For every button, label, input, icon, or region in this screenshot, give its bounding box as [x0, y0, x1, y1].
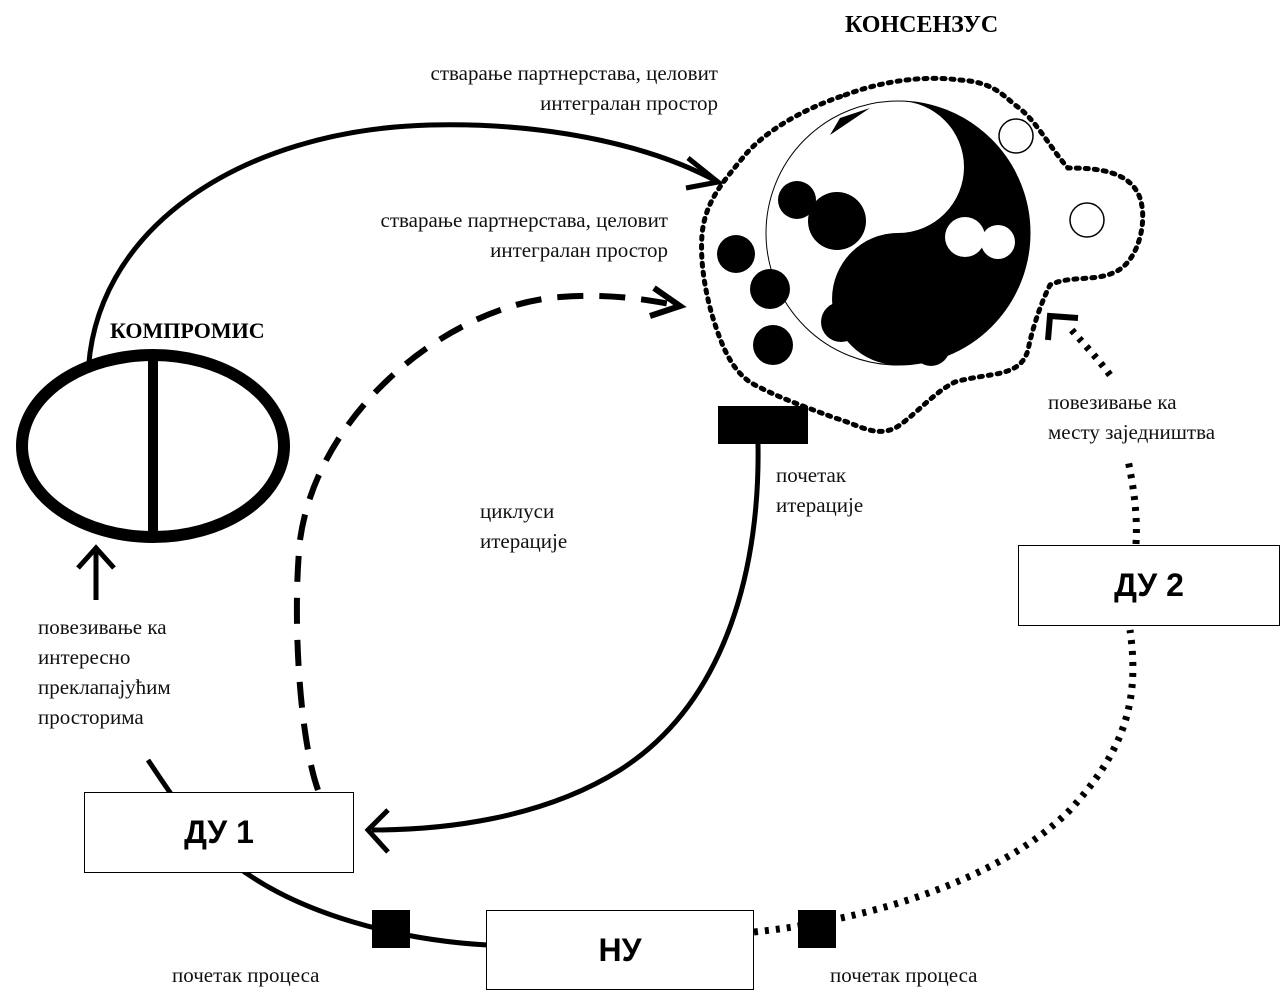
consensus-cloud-outline	[699, 75, 1146, 434]
process-start-label-left: почетак процеса	[172, 963, 320, 987]
partnership-label-top: стварање партнерстава, целовит интеграла…	[430, 61, 718, 115]
overlap-connect-arrowhead	[76, 544, 116, 570]
compromise-ellipse	[16, 349, 290, 543]
iteration-cycle-dashed-arrow	[293, 292, 681, 792]
partnership-label-middle: стварање партнерстава, целовит интеграла…	[380, 208, 668, 262]
du2-box: ДУ 2	[1018, 545, 1280, 626]
iteration-start-label: почетак итерације	[776, 463, 864, 517]
compromise-title: КОМПРОМИС	[110, 318, 265, 343]
iteration-start-marker	[718, 406, 808, 444]
community-connect-label: повезивање ка месту заједништва	[1048, 390, 1216, 444]
compromise-to-consensus-arrow	[85, 122, 720, 381]
overlap-connect-label: повезивање ка интересно преклапајућим пр…	[38, 615, 171, 729]
du2-to-consensus-dotted-line-upper	[1067, 325, 1113, 378]
consensus-title: КОНСЕНЗУС	[845, 12, 999, 38]
white-dots	[897, 119, 1015, 259]
iteration-return-arrowhead	[364, 808, 390, 854]
outline-dots	[998, 118, 1105, 238]
process-start-marker-right	[798, 910, 836, 948]
iteration-return-arrow	[371, 443, 761, 833]
du2-to-consensus-arrowhead	[1045, 312, 1079, 341]
iteration-cycle-arrowhead	[649, 285, 687, 319]
nu-to-du2-dotted-line	[753, 629, 1137, 936]
black-dots	[717, 181, 950, 366]
process-start-label-right: почетак процеса	[830, 963, 978, 987]
process-start-marker-left	[372, 910, 410, 948]
compromise-to-consensus-arrowhead	[685, 156, 724, 191]
du1-box: ДУ 1	[84, 792, 354, 873]
du2-to-consensus-dotted-line	[1124, 459, 1140, 545]
iteration-cycles-label: циклуси итерације	[480, 499, 568, 553]
nu-box: НУ	[486, 910, 754, 990]
